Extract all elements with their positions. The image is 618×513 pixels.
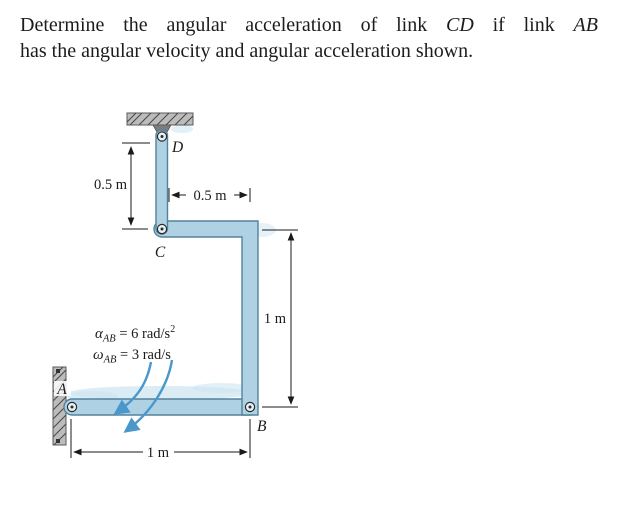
dimension-label: 1 m	[147, 445, 170, 461]
ceiling-hatch	[126, 112, 194, 126]
alpha-annotation: αAB = 6 rad/s2	[95, 324, 175, 345]
pin-b-center	[248, 405, 252, 409]
point-label-b: B	[257, 418, 267, 435]
hatch-line	[174, 112, 188, 126]
pin-b	[244, 401, 256, 413]
dimension-bottom-horizontal: 1 m	[70, 419, 251, 461]
link-cd	[155, 129, 169, 235]
omega-annotation: ωAB = 3 rad/s	[93, 347, 171, 366]
alpha-symbol: α	[95, 326, 104, 342]
pin-c	[156, 223, 168, 235]
problem-statement-line1: Determine the angular acceleration of li…	[20, 12, 598, 38]
title-link-cd: CD	[446, 14, 474, 36]
rotation-arrows	[113, 359, 174, 433]
dimension-label: 0.5 m	[193, 188, 227, 204]
hatch-line	[129, 112, 143, 126]
hatch-line	[52, 369, 67, 384]
omega-symbol: ω	[93, 347, 104, 363]
dimension-cd-vertical: 0.5 m	[94, 142, 150, 230]
pin-a	[66, 401, 78, 413]
hatch-line	[52, 414, 67, 429]
title-link-ab: AB	[573, 14, 598, 36]
hatch-line	[126, 112, 137, 123]
hatch-line	[52, 396, 67, 411]
hatch-line	[147, 112, 161, 126]
dimension-label: 1 m	[264, 311, 287, 327]
alpha-value: = 6 rad/s	[116, 326, 171, 342]
ceiling-plate	[126, 112, 194, 126]
problem-statement: Determine the angular acceleration of li…	[20, 12, 598, 64]
pin-a-center	[70, 405, 74, 409]
link-ab	[63, 398, 259, 416]
dimension-label: 0.5 m	[94, 177, 128, 193]
hatch-line	[52, 423, 67, 438]
point-label-c: C	[155, 244, 166, 261]
hatch-line	[156, 112, 170, 126]
pin-d	[156, 131, 168, 142]
rotation-arrow-outer	[123, 359, 174, 433]
rotation-arrow-inner	[113, 361, 153, 415]
dimension-top-horizontal: 0.5 m	[168, 188, 251, 204]
watercolor-smudge	[192, 383, 252, 393]
point-label-d: D	[171, 139, 183, 156]
hatch-line	[183, 115, 194, 126]
title-text: if link	[473, 14, 574, 36]
point-label-a: A	[56, 381, 67, 398]
hatch-line	[138, 112, 152, 126]
omega-subscript: AB	[103, 355, 117, 366]
alpha-exponent: 2	[170, 324, 175, 335]
omega-value: = 3 rad/s	[116, 347, 171, 363]
problem-statement-line2: has the angular velocity and angular acc…	[20, 38, 598, 64]
pin-c-center	[160, 227, 164, 231]
hatch-line	[165, 112, 179, 126]
alpha-subscript: AB	[102, 334, 116, 345]
dimension-right-vertical: 1 m	[262, 229, 298, 408]
pin-d-center	[160, 135, 164, 138]
wall-bolt-top	[56, 369, 60, 373]
title-text: Determine the angular acceleration of li…	[20, 14, 446, 36]
title-text: has the angular velocity and angular acc…	[20, 40, 474, 62]
wall-bolt-bottom	[56, 439, 60, 443]
watercolor-smudge	[171, 125, 193, 133]
label-backing	[54, 381, 71, 396]
